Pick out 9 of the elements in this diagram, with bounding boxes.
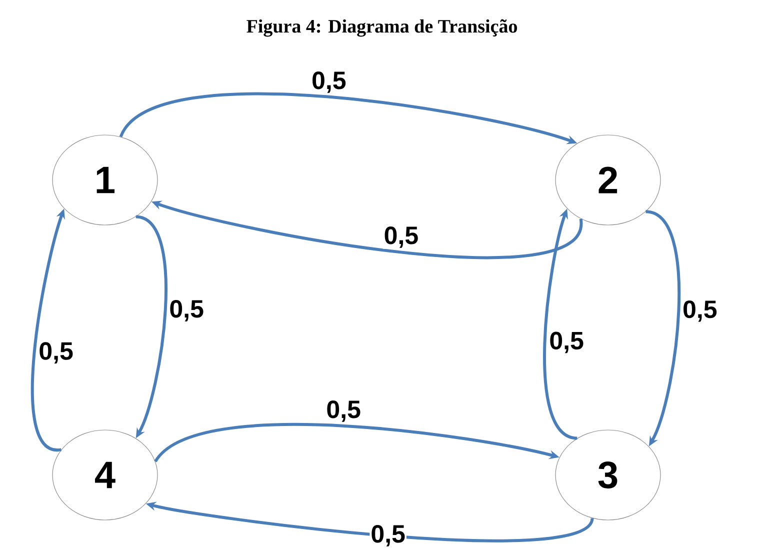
edge-label: 0,5 (168, 299, 205, 322)
edge-label: 0,5 (548, 330, 585, 354)
edge-label: 0,5 (382, 226, 420, 249)
edge-label: 0,5 (370, 524, 406, 548)
edge-label: 0,5 (682, 299, 718, 323)
edge-label: 0,5 (310, 70, 348, 94)
title: Figura 4: Diagrama de Transição (246, 19, 517, 37)
edge-label: 0,5 (325, 400, 362, 423)
edge-label: 0,5 (38, 341, 74, 364)
